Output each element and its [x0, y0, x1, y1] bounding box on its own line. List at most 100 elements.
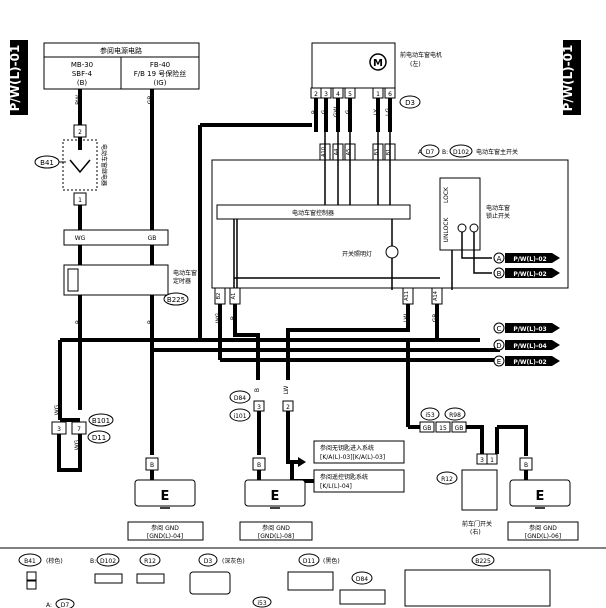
svg-text:(棕色): (棕色): [46, 557, 63, 565]
svg-text:B:: B:: [90, 558, 96, 565]
lock-switch: LOCK UNLOCK 电动车窗 锁止开关: [439, 177, 510, 251]
svg-text:B101: B101: [92, 417, 110, 425]
ref-notes: 参阅无钥匙进入系统 [K/A(L)-03][K/A(L)-03] 参阅遥控钥匙系…: [313, 440, 405, 493]
svg-text:(右): (右): [470, 528, 481, 536]
svg-text:1: 1: [78, 197, 82, 204]
svg-text:R98: R98: [449, 412, 461, 419]
svg-text:i101: i101: [233, 413, 246, 420]
connector-d84: D84 i101 3 2 B LW: [229, 386, 294, 422]
svg-text:B: B: [524, 462, 528, 469]
svg-text:D11: D11: [92, 434, 106, 442]
svg-text:(黑色): (黑色): [323, 557, 340, 565]
svg-text:P/W(L)-02: P/W(L)-02: [513, 359, 546, 366]
svg-text:参阅遥控钥匙系统: 参阅遥控钥匙系统: [320, 473, 368, 481]
svg-text:2: 2: [286, 404, 290, 411]
svg-text:[GND(L)-04]: [GND(L)-04]: [147, 533, 183, 540]
svg-text:前车门开关: 前车门开关: [462, 520, 492, 528]
svg-text:D7: D7: [61, 602, 70, 608]
svg-text:电动车窗: 电动车窗: [486, 204, 510, 212]
svg-text:D7: D7: [426, 149, 435, 156]
svg-text:D3: D3: [405, 99, 415, 107]
svg-text:B: B: [147, 320, 154, 324]
svg-text:开关照明灯: 开关照明灯: [342, 250, 372, 258]
svg-text:3: 3: [57, 426, 61, 433]
svg-text:i53: i53: [257, 600, 266, 607]
svg-text:GB: GB: [147, 96, 154, 105]
svg-text:[K/L(L)-04]: [K/L(L)-04]: [320, 483, 352, 490]
timer-b225: WG GB 7 8 电动车窗 定时器 6 9 B225: [63, 229, 197, 308]
svg-text:WG: WG: [75, 235, 86, 242]
power-supply-box: 参阅电源电路 MB-30 SBF-4 (B) FB-40 F/B 19 号保险丝…: [43, 42, 200, 90]
power-box-title: 参阅电源电路: [100, 46, 142, 55]
relay-label: 电动车窗继电器: [100, 144, 108, 186]
svg-text:1: 1: [376, 91, 380, 98]
svg-text:E: E: [271, 489, 280, 504]
svg-text:B41: B41: [24, 558, 36, 565]
svg-text:A14: A14: [433, 291, 439, 301]
page-code-left: P/W(L)-01: [8, 40, 28, 115]
svg-text:BW: BW: [75, 95, 82, 105]
svg-text:2: 2: [314, 91, 318, 98]
svg-text:B225: B225: [167, 296, 185, 304]
svg-text:D102: D102: [453, 149, 469, 156]
svg-text:参阅 GND: 参阅 GND: [262, 524, 290, 532]
svg-text:E: E: [497, 358, 501, 366]
ground-1: B E 参阅 GND [GND(L)-04]: [127, 457, 204, 541]
svg-text:(IG): (IG): [154, 79, 167, 87]
arrow-ref: D P/W(L)-04: [493, 339, 560, 351]
relay-connector-badge: B41: [34, 155, 66, 169]
svg-text:GB: GB: [455, 425, 464, 432]
svg-text:前电动车窗电机: 前电动车窗电机: [400, 51, 442, 59]
svg-text:B:: B:: [442, 149, 448, 156]
svg-text:B3: B3: [374, 149, 380, 156]
svg-text:P/W(L)-03: P/W(L)-03: [513, 326, 546, 333]
svg-text:参阅无钥匙进入系统: 参阅无钥匙进入系统: [320, 444, 374, 452]
svg-text:B: B: [257, 462, 261, 469]
switch-lamp: 开关照明灯: [342, 245, 399, 259]
svg-text:WG: WG: [74, 439, 81, 450]
page-code-right: P/W(L)-01: [561, 40, 581, 115]
svg-text:2: 2: [78, 129, 82, 136]
svg-text:[K/A(L)-03][K/A(L)-03]: [K/A(L)-03][K/A(L)-03]: [320, 454, 385, 461]
svg-text:15: 15: [439, 425, 447, 432]
svg-text:E: E: [536, 489, 545, 504]
svg-text:LOCK: LOCK: [443, 186, 450, 203]
svg-text:5: 5: [348, 91, 352, 98]
svg-text:[GND(L)-06]: [GND(L)-06]: [525, 533, 561, 540]
svg-text:P/W(L)-02: P/W(L)-02: [513, 271, 546, 278]
front-door-switch: i53 R98 GB 15 GB R12 3 1 前车门开关 (右): [419, 407, 498, 536]
svg-text:(B): (B): [77, 79, 88, 87]
svg-text:A:: A:: [46, 602, 52, 608]
svg-text:D84: D84: [356, 576, 368, 583]
svg-text:P/W(L)-04: P/W(L)-04: [513, 343, 546, 350]
svg-text:B: B: [75, 320, 82, 324]
svg-text:3: 3: [480, 457, 484, 464]
svg-text:P/W(L)-01: P/W(L)-01: [8, 45, 22, 112]
svg-text:(左): (左): [410, 60, 421, 68]
svg-text:P/W(L)-02: P/W(L)-02: [513, 256, 546, 263]
svg-text:D102: D102: [100, 558, 116, 565]
svg-text:D: D: [496, 342, 501, 350]
svg-text:D11: D11: [303, 558, 315, 565]
svg-text:LW: LW: [283, 386, 290, 395]
svg-text:SBF-4: SBF-4: [72, 70, 93, 78]
svg-text:B41: B41: [40, 159, 54, 167]
svg-text:B: B: [497, 270, 502, 278]
svg-text:(深灰色): (深灰色): [222, 557, 245, 565]
window-motor: M 前电动车窗电机 (左) D3: [311, 42, 442, 109]
svg-text:F/B 19 号保险丝: F/B 19 号保险丝: [134, 69, 187, 78]
svg-text:A4: A4: [334, 149, 340, 156]
svg-text:UNLOCK: UNLOCK: [443, 217, 450, 243]
svg-text:WG: WG: [54, 404, 61, 415]
svg-text:锁止开关: 锁止开关: [486, 212, 510, 220]
svg-text:B: B: [150, 462, 154, 469]
svg-text:B1: B1: [386, 149, 392, 156]
svg-text:A11: A11: [404, 291, 410, 301]
svg-text:R12: R12: [144, 558, 156, 565]
svg-text:B2: B2: [216, 293, 222, 300]
arrow-ref: B P/W(L)-02: [493, 267, 560, 279]
svg-text:1: 1: [490, 457, 494, 464]
